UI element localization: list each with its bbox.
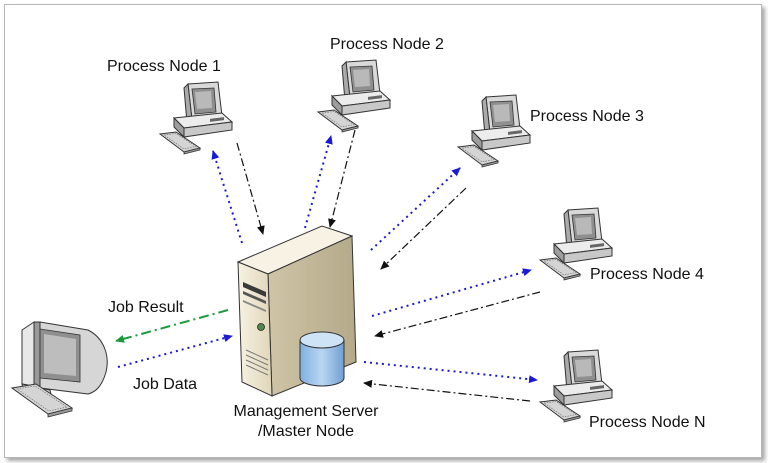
job-data-arrow xyxy=(117,334,233,368)
diagram-frame xyxy=(4,4,762,458)
process-node-2-desktop-computer-icon xyxy=(317,59,391,133)
process-node-1-desktop-computer-icon xyxy=(159,81,233,155)
send-arrow-node3 xyxy=(370,167,461,251)
server-label-line1: Management Server xyxy=(233,403,379,420)
process-node-3-label: Process Node 3 xyxy=(530,108,644,125)
send-arrow-node2 xyxy=(304,135,333,229)
return-arrow-node3 xyxy=(380,187,467,270)
return-arrow-node2 xyxy=(328,129,356,228)
job-data-label: Job Data xyxy=(133,376,198,393)
job-result-label: Job Result xyxy=(108,299,184,316)
database-cylinder-icon xyxy=(299,331,345,387)
server-label: Management Server /Master Node xyxy=(226,402,386,442)
send-arrow-nodeN xyxy=(363,361,538,384)
server-label-line2: /Master Node xyxy=(257,423,355,440)
process-node-n-label: Process Node N xyxy=(589,414,706,431)
process-node-n-desktop-computer-icon xyxy=(539,349,613,423)
process-node-2-label: Process Node 2 xyxy=(330,36,444,53)
client-crt-monitor-icon xyxy=(10,321,108,418)
process-node-3-desktop-computer-icon xyxy=(457,94,531,168)
server-tower-icon xyxy=(236,225,357,397)
send-arrow-node1 xyxy=(211,150,243,244)
send-arrow-node4 xyxy=(371,268,532,317)
process-node-1-label: Process Node 1 xyxy=(107,58,221,75)
return-arrow-node4 xyxy=(374,291,541,338)
return-arrow-nodeN xyxy=(363,379,531,402)
return-arrow-node1 xyxy=(236,142,265,235)
process-node-4-label: Process Node 4 xyxy=(590,266,704,283)
